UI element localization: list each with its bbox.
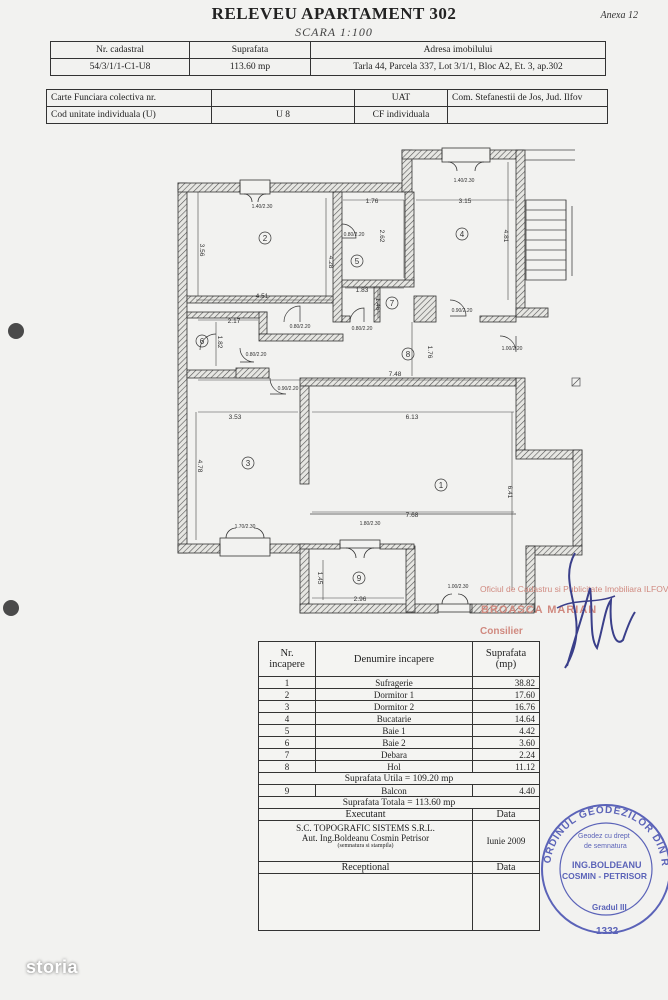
door-size: 1.00/2.20 <box>502 346 523 352</box>
dim-label: 2.96 <box>354 596 367 603</box>
window-size: 1.40/2.30 <box>252 204 273 210</box>
room-number-3: 3 <box>246 459 251 468</box>
opening-labels: 1.40/2.30 1.40/2.30 1.70/2.30 1.80/2.30 … <box>235 178 523 590</box>
room-number-5: 5 <box>355 257 360 266</box>
stamp-number: 1332 <box>596 926 619 937</box>
room-number-1: 1 <box>439 481 444 490</box>
doors <box>199 223 517 395</box>
dim-label: 6.41 <box>506 486 513 499</box>
room-number-2: 2 <box>263 234 268 243</box>
cadastral-value: 54/3/1/1-C1-U8 <box>50 58 190 76</box>
dim-label: 3.56 <box>198 244 205 257</box>
useful-area: Suprafata Utila = 109.20 mp <box>258 772 540 785</box>
dim-label: 4.28 <box>327 256 334 269</box>
dim-label: 1.45 <box>316 572 323 585</box>
dim-label: 1.76 <box>366 198 379 205</box>
sign-note: (semnatura si stampila) <box>337 843 394 849</box>
door-size: 0.80/2.20 <box>352 326 373 332</box>
door-size: 0.80/2.20 <box>344 232 365 238</box>
address-value: Tarla 44, Parcela 337, Lot 3/1/1, Bloc A… <box>310 58 606 76</box>
ocpi-office: Oficiul de Cadastru si Publicitate Imobi… <box>480 584 668 594</box>
window-size: 1.80/2.30 <box>360 521 381 527</box>
dim-label: 1.76 <box>426 346 433 359</box>
cadastral-info-table: Nr. cadastral Suprafata Adresa imobilulu… <box>50 41 606 76</box>
dim-label: 3.15 <box>459 198 472 205</box>
unit-code-value: U 8 <box>211 106 355 124</box>
window-size: 1.00/2.30 <box>448 584 469 590</box>
dim-label: 2.62 <box>378 230 385 243</box>
window-size: 1.40/2.30 <box>454 178 475 184</box>
receptional-label: Receptional <box>258 861 473 874</box>
stamp-grade: Gradul III <box>592 903 627 912</box>
window-size: 1.70/2.30 <box>235 524 256 530</box>
dimensions: 3.56 4.28 4.51 1.76 2.62 3.15 4.81 1.83 … <box>196 198 513 603</box>
col-name-header: Denumire incapere <box>315 641 473 677</box>
staircase <box>525 149 575 281</box>
total-area: Suprafata Totala = 113.60 mp <box>258 796 540 809</box>
ocpi-role: Consilier <box>480 626 523 637</box>
land-book-table: Carte Funciara colectiva nr. UAT Com. St… <box>46 89 608 124</box>
signature <box>556 552 636 669</box>
dim-label: 6.13 <box>406 414 419 421</box>
scale-label: SCARA 1:100 <box>295 25 373 39</box>
dim-label: 3.53 <box>229 414 242 421</box>
dim-label: 7.68 <box>406 512 419 519</box>
dim-label: 4.51 <box>256 293 269 300</box>
document-title: RELEVEU APARTAMENT 302 <box>211 4 457 23</box>
dim-label: 1.83 <box>356 287 369 294</box>
date-label: Data <box>472 808 540 821</box>
room-number-7: 7 <box>390 299 395 308</box>
unit-code-label: Cod unitate individuala (U) <box>46 106 212 124</box>
room-number-8: 8 <box>406 350 411 359</box>
ocpi-name: BROASCA MARIAN <box>481 604 598 616</box>
stamp-line-2: de semnatura <box>584 843 627 850</box>
walls <box>177 149 583 614</box>
dim-label: 1.46 <box>374 298 381 311</box>
floor-plan: 1 2 3 4 5 6 7 8 9 3.56 4.28 4.51 1.76 2.… <box>177 147 583 614</box>
dim-label: 1.82 <box>216 336 223 349</box>
round-stamp: ORDINUL GEODEZILOR DIN ROMANIA <box>536 797 668 934</box>
windows <box>219 147 491 613</box>
dim-label: 4.78 <box>196 460 203 473</box>
room-number-4: 4 <box>460 230 465 239</box>
engineer-name: Aut. Ing.Boldeanu Cosmin Petrisor <box>301 833 430 843</box>
date-label-2: Data <box>472 861 540 874</box>
cf-individual-label: CF individuala <box>354 106 448 124</box>
annex-label: Anexa 12 <box>600 10 639 21</box>
dim-label: 2.17 <box>228 318 241 325</box>
door-size: 0.80/2.20 <box>246 352 267 358</box>
col-area-header: Suprafata (mp) <box>472 641 540 677</box>
stamp-line-3: ING.BOLDEANU <box>572 860 642 870</box>
stamp-line-4: COSMIN - PETRISOR <box>562 871 648 881</box>
col-nr-header: Nr. incapere <box>258 641 316 677</box>
binder-hole <box>3 600 19 616</box>
door-size: 0.90/2.20 <box>452 308 473 314</box>
company-name: S.C. TOPOGRAFIC SISTEMS S.R.L. <box>296 823 435 833</box>
room-numbers: 1 2 3 4 5 6 7 8 9 <box>200 230 465 583</box>
dim-label: 4.81 <box>502 230 509 243</box>
dim-label: 7.48 <box>389 371 402 378</box>
binder-hole <box>8 323 24 339</box>
executant-label: Executant <box>258 808 473 821</box>
door-size: 0.90/2.20 <box>278 386 299 392</box>
stamp-line-1: Geodez cu drept <box>578 833 630 840</box>
door-size: 0.80/2.20 <box>290 324 311 330</box>
storia-watermark: storia <box>26 957 79 977</box>
room-number-6: 6 <box>200 337 205 346</box>
date-value: Iunie 2009 <box>472 820 540 862</box>
rooms-table: Nr. incapere Denumire incapere Suprafata… <box>258 641 540 931</box>
room-number-9: 9 <box>357 574 362 583</box>
